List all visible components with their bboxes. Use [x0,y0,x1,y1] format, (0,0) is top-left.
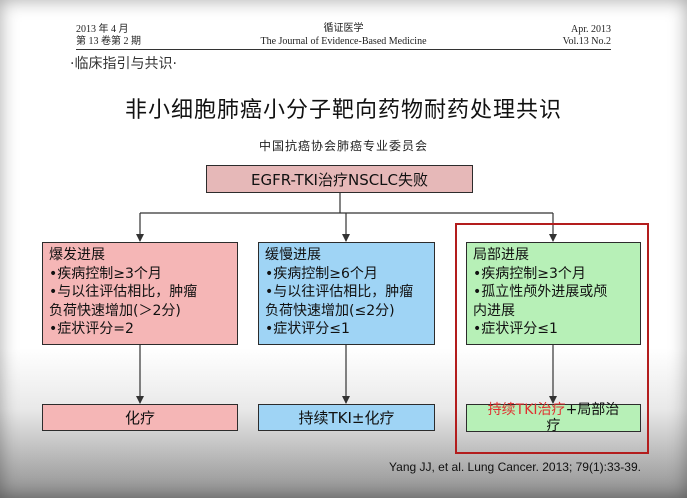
branch-criterion: •与以往评估相比，肿瘤 [265,284,414,300]
branch-criterion: •症状评分≤1 [265,321,350,337]
highlight-frame [455,223,649,454]
action-box-tki-chemo: 持续TKI±化疗 [258,404,435,431]
branch-criterion: 负荷快速增加(＞2分) [49,302,181,319]
citation: Yang JJ, et al. Lung Cancer. 2013; 79(1)… [389,460,641,474]
page-title: 非小细胞肺癌小分子靶向药物耐药处理共识 [124,98,562,123]
branch-criterion: •与以往评估相比，肿瘤 [49,284,198,300]
action-box-chemo: 化疗 [42,404,238,431]
branch-heading: 局部进展 [473,247,529,263]
branch-criterion: •疾病控制≥3个月 [473,265,586,282]
branch-criterion: •孤立性颅外进展或颅 [473,284,608,300]
section-tag: ·临床指引与共识· [70,56,177,72]
branch-criterion: •疾病控制≥6个月 [265,265,378,282]
action-text-wrap: 疗 [546,418,561,434]
tki-failure-box: EGFR-TKI治疗NSCLC失败 [206,165,473,193]
journal-volume-en: Vol.13 No.2 [562,36,611,47]
branch-box-rapid: 爆发进展 •疾病控制≥3个月 •与以往评估相比，肿瘤 负荷快速增加(＞2分) •… [42,242,238,345]
branch-criterion: •症状评分≤1 [473,321,558,337]
journal-title-cn: 循证医学 [323,23,364,34]
journal-title-en: The Journal of Evidence-Based Medicine [260,36,427,47]
highlighted-text: 持续TKI治疗 [487,402,566,418]
branch-box-local: 局部进展 •疾病控制≥3个月 •孤立性颅外进展或颅 内进展 •症状评分≤1 [466,242,641,345]
branch-criterion: •疾病控制≥3个月 [49,265,162,282]
branch-criterion: 负荷快速增加(≤2分) [265,302,395,319]
journal-date-en: Apr. 2013 [571,24,611,35]
action-line: 持续TKI治疗+局部治 [488,402,620,418]
author-line: 中国抗癌协会肺癌专业委员会 [258,139,428,153]
action-text: +局部治 [565,402,620,418]
branch-criterion: •症状评分=2 [49,321,134,337]
header-rule [76,49,611,50]
journal-volume-cn: 第 13 卷第 2 期 [76,36,141,47]
branch-box-slow: 缓慢进展 •疾病控制≥6个月 •与以往评估相比，肿瘤 负荷快速增加(≤2分) •… [258,242,435,345]
branch-heading: 缓慢进展 [265,247,321,263]
action-box-tki-local: 持续TKI治疗+局部治 疗 [466,402,641,434]
branch-criterion: 内进展 [473,302,515,319]
journal-date: 2013 年 4 月 [76,24,129,35]
branch-heading: 爆发进展 [49,247,105,263]
